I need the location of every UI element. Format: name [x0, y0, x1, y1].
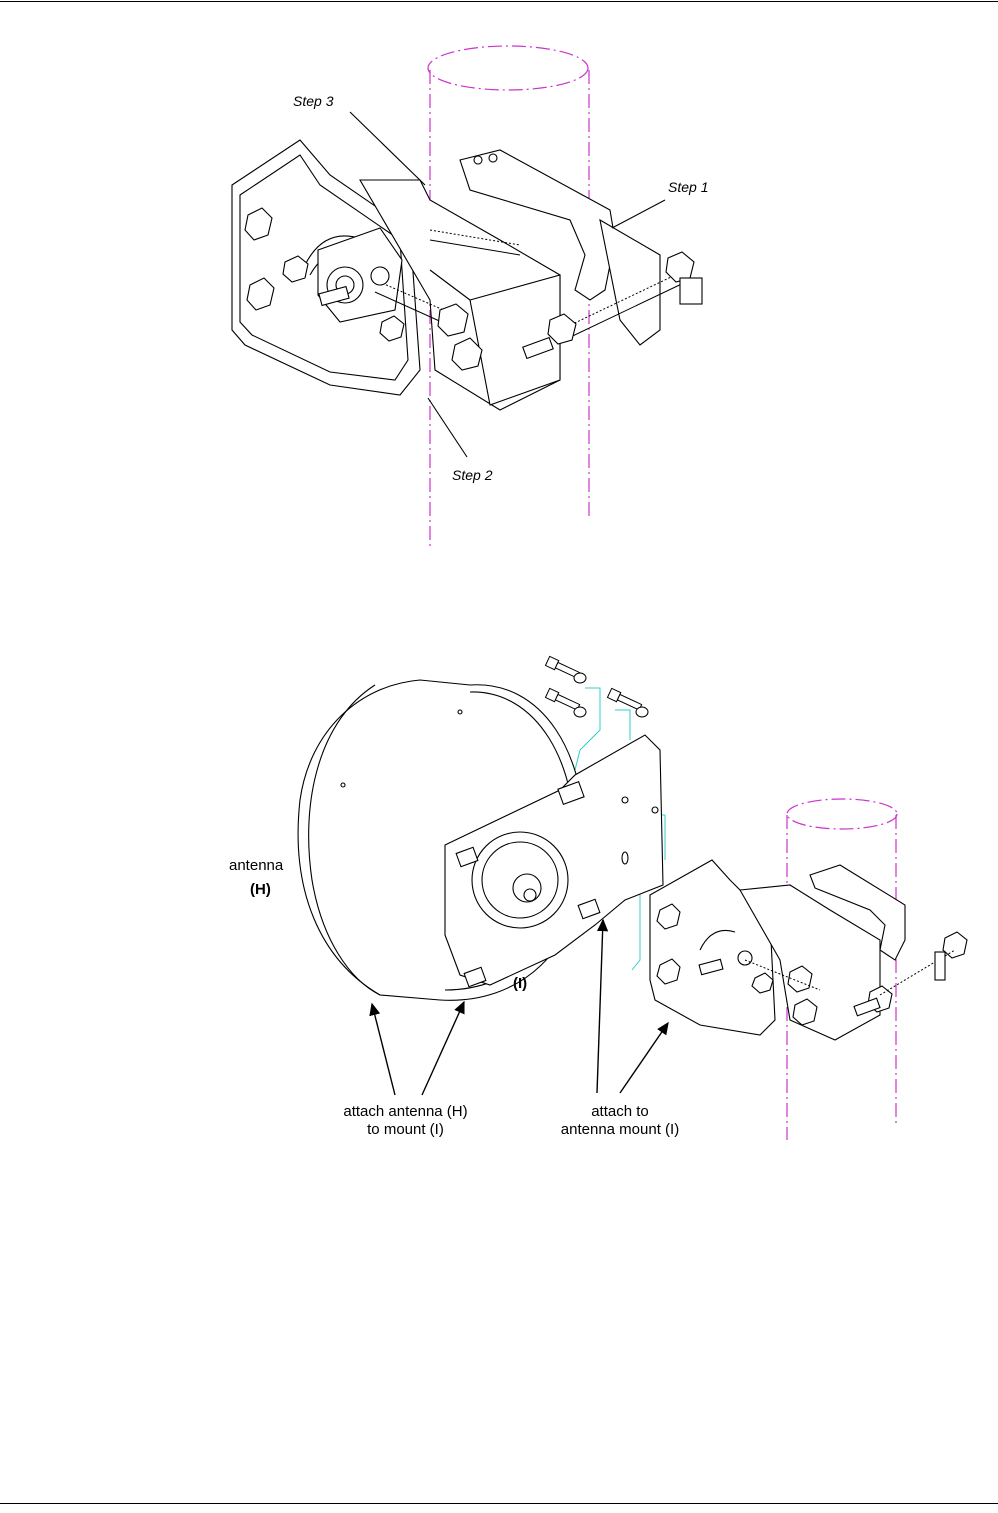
attach-mount-line1: attach to [540, 1103, 700, 1121]
pole-mount-drawing [650, 860, 967, 1040]
antenna-attachment-figure [0, 640, 998, 1150]
step1-label: Step 1 [668, 178, 708, 196]
pole-mount-assembly-figure [0, 0, 998, 560]
step3-label: Step 3 [293, 92, 333, 110]
step2-label: Step 2 [452, 466, 492, 484]
attach-antenna-line1: attach antenna (H) [318, 1103, 493, 1121]
mount-bracket-drawing [232, 140, 702, 410]
bolt-set [545, 656, 648, 717]
attach-mount-line2: antenna mount (I) [540, 1121, 700, 1139]
footer-rule [0, 1503, 998, 1504]
antenna-ref-label: (H) [250, 881, 271, 899]
antenna-label: antenna [229, 857, 283, 875]
attach-antenna-line2: to mount (I) [318, 1121, 493, 1139]
antenna-dish-drawing [298, 680, 663, 1000]
attach-mount-caption: attach to antenna mount (I) [540, 1103, 700, 1139]
mount-ref-label: (I) [513, 975, 527, 993]
attach-antenna-caption: attach antenna (H) to mount (I) [318, 1103, 493, 1139]
